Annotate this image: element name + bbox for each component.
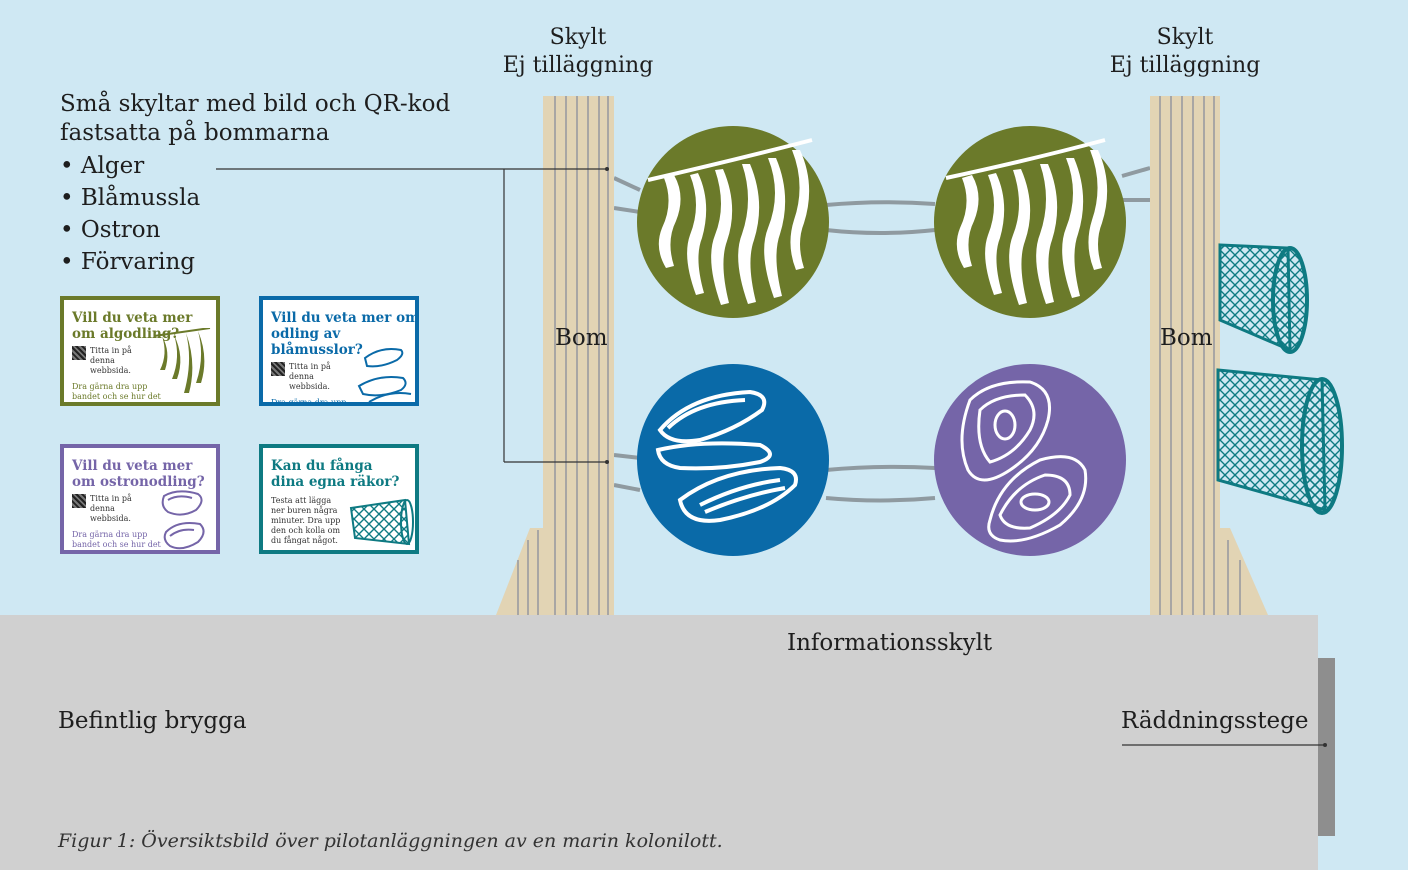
boom-label-left: Bom bbox=[555, 325, 608, 351]
qr-code-icon bbox=[271, 362, 285, 376]
list-item: Blåmussla bbox=[60, 182, 200, 214]
qr-code-icon bbox=[72, 346, 86, 360]
boom-left bbox=[496, 96, 614, 615]
seaweed-icon bbox=[153, 328, 211, 393]
oyster-icon bbox=[161, 490, 205, 550]
trap-lower bbox=[1216, 368, 1344, 515]
mussel-circle bbox=[637, 364, 829, 556]
list-item: Ostron bbox=[60, 214, 200, 246]
ladder-label: Räddningsstege bbox=[1121, 708, 1309, 734]
ropes bbox=[613, 166, 1151, 503]
card-algae: Vill du veta mer om algodling? Titta in … bbox=[60, 296, 220, 406]
sign-label-left: Skylt Ej tilläggning bbox=[502, 25, 654, 78]
card-mussel: Vill du veta mer om odling av blåmusslor… bbox=[259, 296, 419, 406]
list-item: Alger bbox=[60, 150, 200, 182]
mussel-icon bbox=[357, 348, 412, 402]
boom-label-right: Bom bbox=[1160, 325, 1213, 351]
dock-label: Befintlig brygga bbox=[58, 708, 247, 734]
qr-code-icon bbox=[72, 494, 86, 508]
card-oyster: Vill du veta mer om ostronodling? Titta … bbox=[60, 444, 220, 554]
algae-circle-2 bbox=[934, 126, 1126, 318]
figure-caption: Figur 1: Översiktsbild över pilotanläggn… bbox=[58, 830, 723, 852]
intro-text: Små skyltar med bild och QR-kod fastsatt… bbox=[60, 91, 451, 146]
trap-icon bbox=[349, 498, 414, 546]
card-shrimp-trap: Kan du fånga dina egna räkor? Testa att … bbox=[259, 444, 419, 554]
boom-right bbox=[1150, 96, 1268, 615]
algae-circle-1 bbox=[637, 126, 829, 318]
species-list: Alger Blåmussla Ostron Förvaring bbox=[60, 150, 200, 278]
trap-upper bbox=[1218, 243, 1309, 354]
oyster-circle bbox=[934, 364, 1126, 556]
info-sign-label: Informationsskylt bbox=[787, 630, 993, 656]
existing-dock bbox=[0, 615, 1318, 870]
ladder-pointer bbox=[1122, 743, 1327, 747]
sign-label-right: Skylt Ej tilläggning bbox=[1109, 25, 1261, 78]
pointer-lines bbox=[216, 168, 607, 463]
rescue-ladder bbox=[1318, 658, 1335, 836]
list-item: Förvaring bbox=[60, 246, 200, 278]
